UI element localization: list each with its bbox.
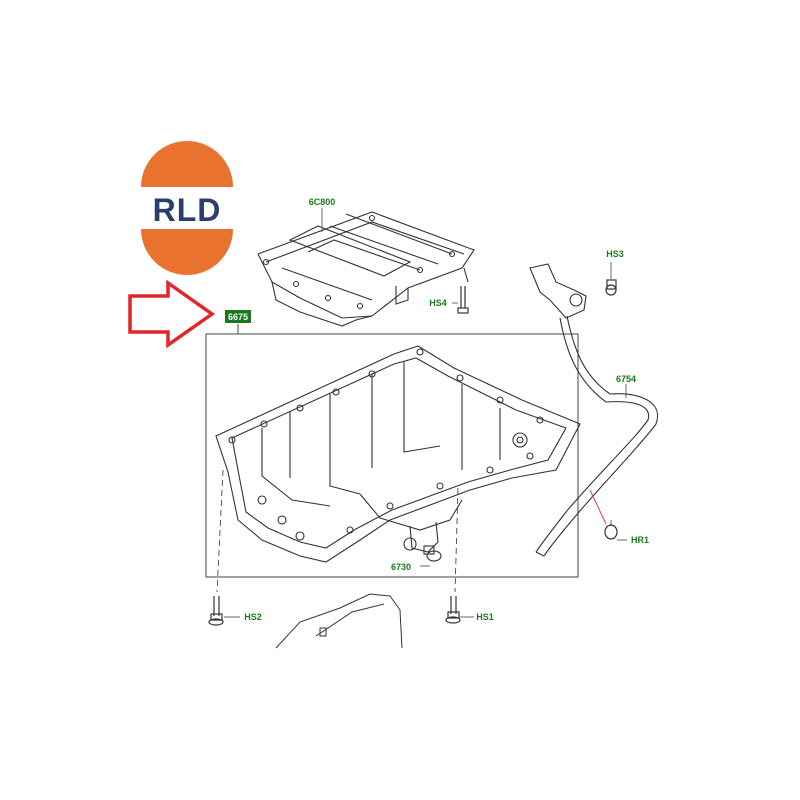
baffle-plate-drawing	[257, 211, 475, 327]
logo-text: RLD	[153, 192, 222, 228]
outline-arrow-right-icon	[128, 279, 216, 349]
dipstick-tube-drawing	[529, 263, 659, 557]
o-ring-hr1-drawing	[604, 520, 618, 540]
label-bolt-hs3: HS3	[606, 249, 624, 259]
label-bolt-hs1: HS1	[476, 612, 494, 622]
bolt-hs2-drawing	[208, 469, 224, 626]
drain-plug-drawing	[420, 545, 442, 567]
label-bolt-hs4: HS4	[429, 298, 447, 308]
oil-pan-callout-box	[205, 333, 579, 578]
label-drain-plug: 6730	[391, 562, 411, 572]
label-dipstick-tube: 6754	[616, 374, 636, 384]
engine-block-partial-drawing	[275, 593, 403, 649]
oil-pan-drawing	[215, 345, 581, 563]
label-oil-pan: 6675	[228, 312, 248, 322]
label-baffle: 6C800	[309, 197, 336, 207]
leader-lines	[224, 208, 627, 618]
oil-pan-label-box	[225, 310, 251, 323]
label-o-ring-hr1: HR1	[631, 535, 649, 545]
bolt-hs4-drawing	[457, 286, 469, 314]
bolt-hs1-drawing	[445, 487, 461, 624]
label-bolt-hs2: HS2	[244, 612, 262, 622]
bolt-hs3-drawing	[605, 262, 617, 296]
rld-logo: RLD	[133, 141, 241, 275]
